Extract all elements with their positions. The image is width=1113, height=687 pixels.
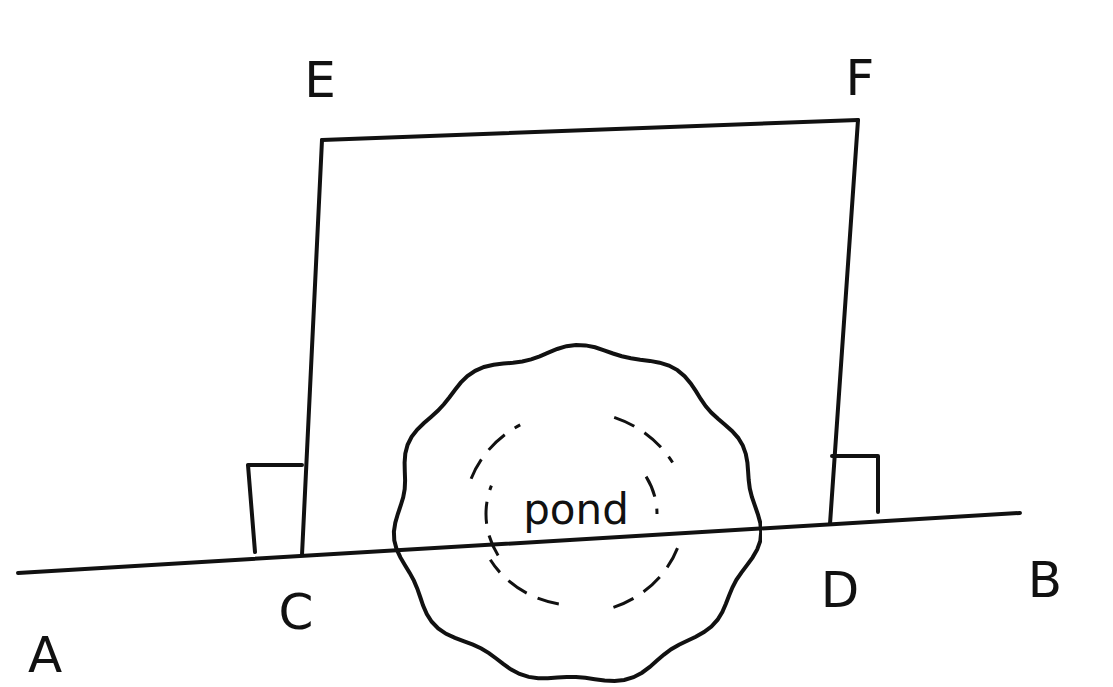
point-label: E [304, 55, 336, 105]
ripple-arc [613, 548, 678, 608]
ripple-arc [490, 560, 559, 604]
ripple-arc [471, 425, 520, 479]
pond-outline: pond [390, 342, 762, 686]
ripple-arc [486, 486, 498, 556]
perpendicular-df [830, 120, 858, 524]
right-angle-mark [832, 456, 878, 512]
ripple-arc [614, 417, 672, 462]
point-label: D [821, 565, 860, 615]
pond-label: pond [520, 489, 632, 531]
line-ef [322, 120, 858, 140]
point-label: A [28, 630, 62, 680]
ripple-arc [646, 477, 657, 514]
point-label: F [846, 53, 875, 103]
point-label: B [1028, 555, 1062, 605]
point-label: C [279, 587, 314, 637]
right-angle-mark [248, 465, 302, 552]
perpendicular-ce [302, 140, 322, 555]
pond-border [394, 345, 761, 681]
line-ab [18, 513, 1020, 573]
